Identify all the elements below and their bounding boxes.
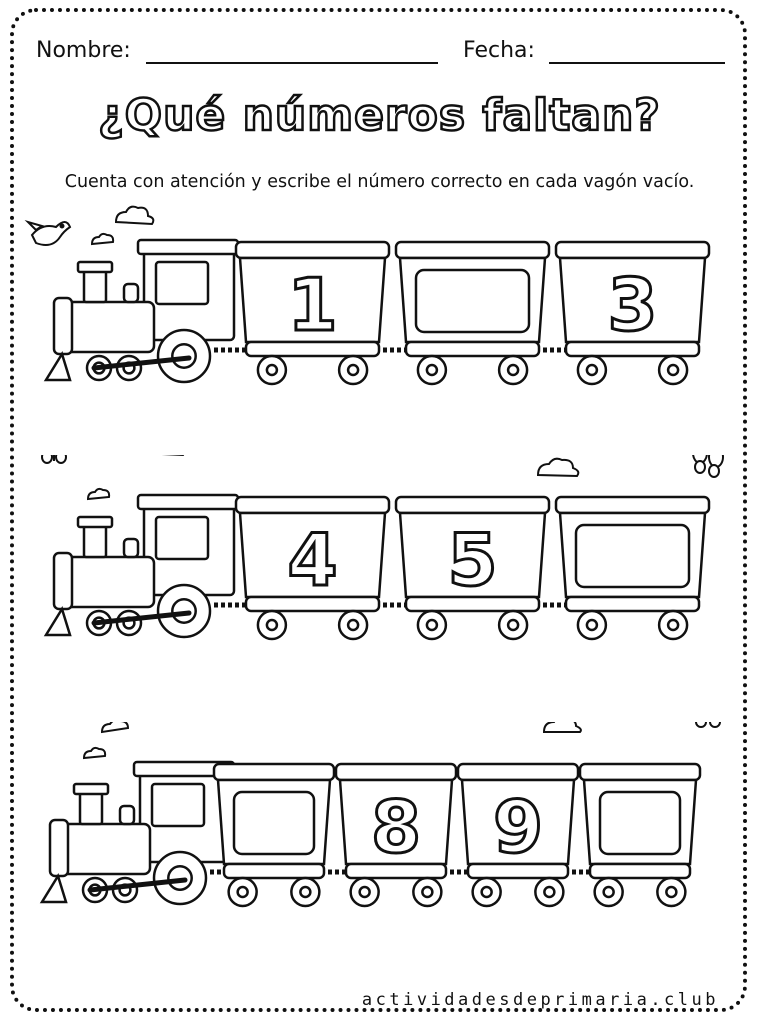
wagon: 4 [234,495,391,641]
wagon-number: 4 [287,518,337,602]
date-label: Fecha: [463,38,535,63]
locomotive-icon [39,760,236,906]
dotted-border [10,8,747,1012]
wagon: 8 [334,762,458,908]
bird-icon [24,219,72,246]
locomotive-icon [43,238,240,384]
instruction-text: Cuenta con atención y escribe el número … [64,172,695,192]
site-footer: actividadesdeprimaria.club [361,990,719,1010]
name-field[interactable] [146,62,438,64]
wagon-number: 9 [493,785,543,869]
cloud-icon [82,722,582,760]
wagon: 9 [456,762,580,908]
butterfly-icon [41,455,67,464]
cloud-icon [86,455,580,501]
butterfly-icon [695,722,721,728]
butterfly-icon [692,455,724,478]
date-field[interactable] [549,62,725,64]
wagon[interactable] [554,495,711,641]
wagon[interactable] [578,762,702,908]
empty-answer-box[interactable] [414,268,531,334]
wagon: 5 [394,495,551,641]
wagon: 1 [234,240,391,386]
wagon-number: 3 [607,263,657,347]
empty-answer-box[interactable] [574,523,691,589]
empty-answer-box[interactable] [232,790,316,856]
wagon[interactable] [212,762,336,908]
cloud-icon [90,205,155,246]
name-label: Nombre: [36,38,131,63]
worksheet-title: ¿Qué números faltan? [97,89,661,143]
wagon: 3 [554,240,711,386]
wagon-number: 8 [371,785,421,869]
wagon-number: 5 [447,518,497,602]
wagon[interactable] [394,240,551,386]
locomotive-icon [43,493,240,639]
empty-answer-box[interactable] [598,790,682,856]
wagon-number: 1 [287,263,337,347]
